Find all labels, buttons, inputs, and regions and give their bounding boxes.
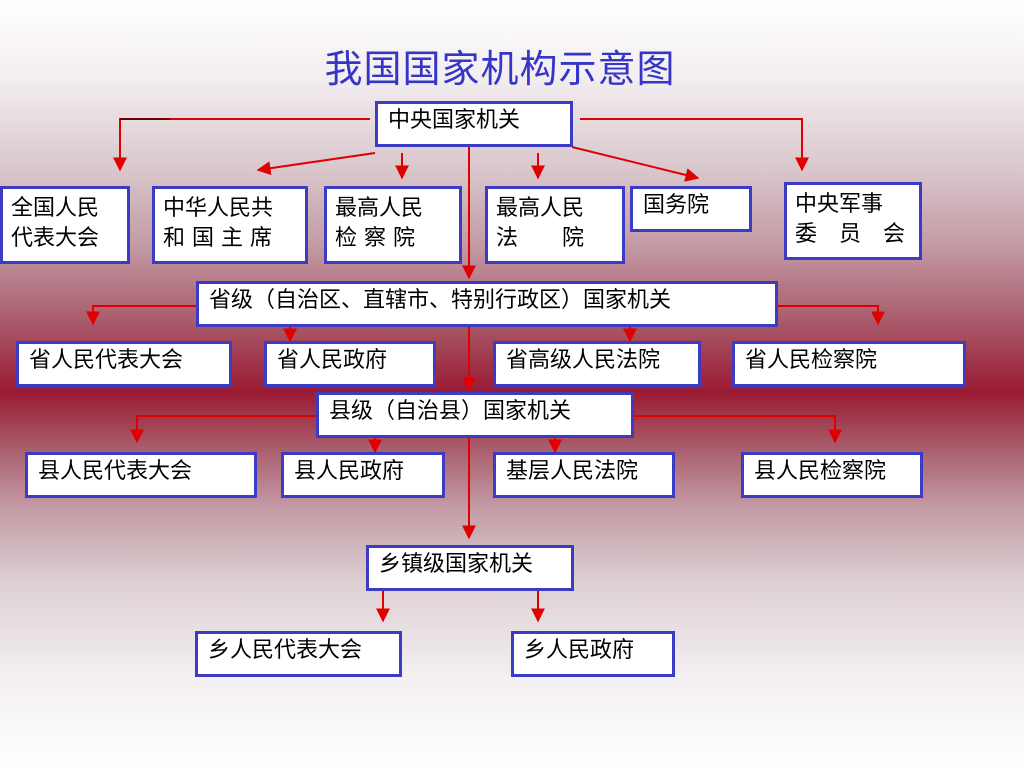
arrow-central-npc — [113, 118, 370, 172]
node-state-council: 国务院 — [630, 186, 752, 232]
node-central: 中央国家机关 — [375, 101, 573, 147]
node-county-procuratorate: 县人民检察院 — [741, 452, 923, 498]
node-supreme-procuratorate: 最高人民 检 察 院 — [324, 186, 462, 264]
arrow-central-military — [580, 118, 809, 172]
node-supreme-court: 最高人民 法 院 — [485, 186, 625, 264]
node-prov-congress: 省人民代表大会 — [16, 341, 232, 387]
node-president: 中华人民共 和 国 主 席 — [152, 186, 308, 264]
node-prov-court: 省高级人民法院 — [493, 341, 701, 387]
node-town-congress: 乡人民代表大会 — [195, 631, 402, 677]
node-npc: 全国人民 代表大会 — [0, 186, 130, 264]
arrow-prov-congress — [86, 305, 196, 326]
node-county-congress: 县人民代表大会 — [25, 452, 257, 498]
node-county: 县级（自治县）国家机关 — [316, 392, 634, 438]
arrow-county-procuratorate — [632, 415, 842, 444]
diagram-title: 我国国家机构示意图 — [324, 47, 676, 91]
node-township: 乡镇级国家机关 — [366, 545, 574, 591]
node-town-government: 乡人民政府 — [511, 631, 675, 677]
node-prov-procuratorate: 省人民检察院 — [732, 341, 966, 387]
node-county-court: 基层人民法院 — [493, 452, 675, 498]
node-military-commission: 中央军事 委 员 会 — [784, 182, 922, 260]
arrow-county-congress — [130, 415, 316, 444]
node-county-government: 县人民政府 — [281, 452, 445, 498]
arrow-prov-procuratorate — [777, 305, 885, 326]
arrow-central-state-council — [571, 146, 700, 182]
node-prov-government: 省人民政府 — [264, 341, 436, 387]
node-provincial: 省级（自治区、直辖市、特别行政区）国家机关 — [196, 281, 778, 327]
arrow-central-president — [256, 152, 376, 176]
